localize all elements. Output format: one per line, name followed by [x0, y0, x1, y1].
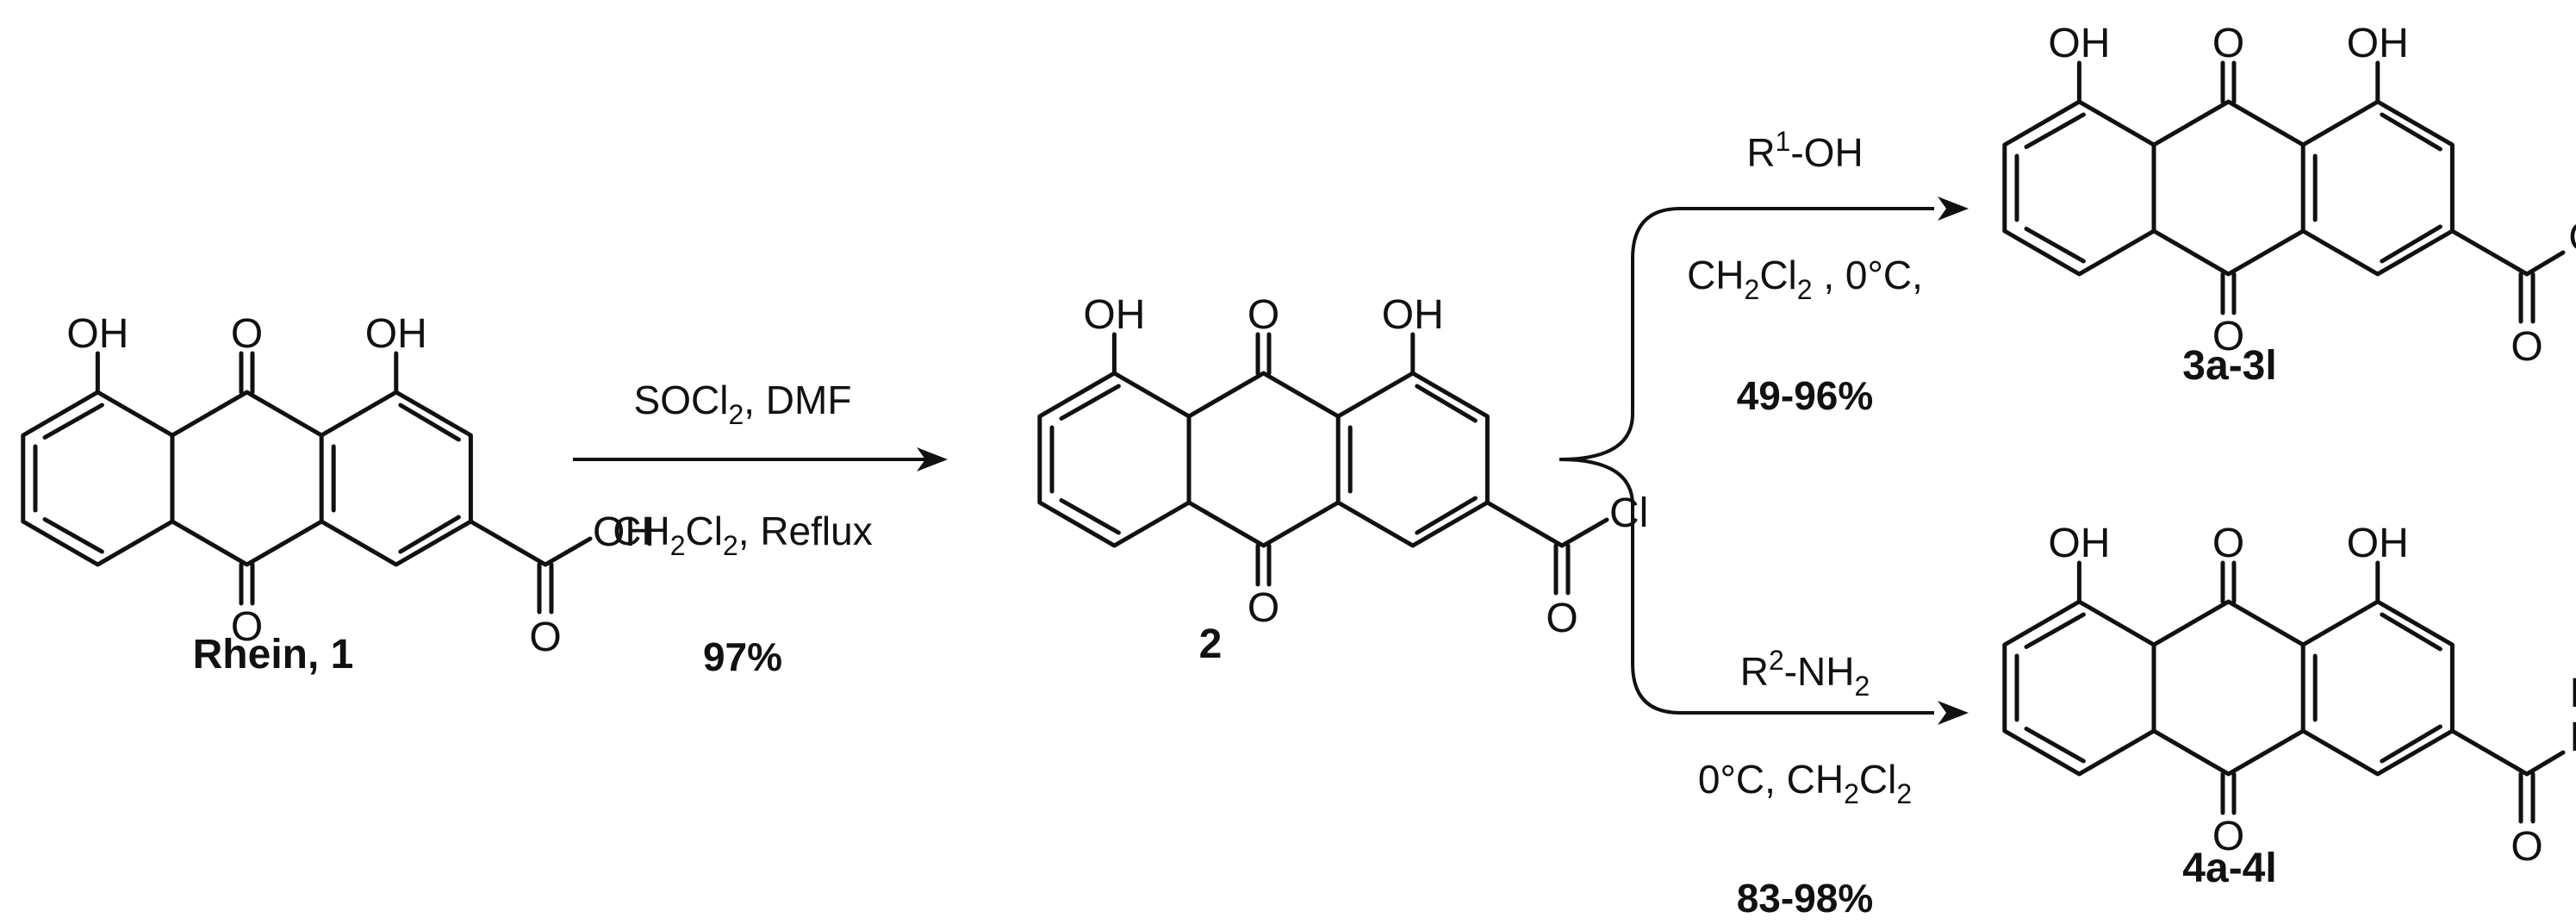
c3-o-bottom: O — [2212, 314, 2244, 359]
compound-label-4: 4a-4l — [2182, 846, 2276, 891]
rhein-structure: OH OH O O O OH — [23, 311, 655, 660]
rhein-o-carbonyl: O — [529, 615, 561, 660]
c2-cl: Cl — [1609, 490, 1648, 536]
reaction-arrow-lower — [1559, 458, 1934, 715]
c4-nh-h: H — [2570, 671, 2576, 716]
step1-conditions: CH2Cl2, Reflux — [613, 509, 872, 561]
arrowhead-lower — [1938, 701, 1969, 725]
reaction-arrow-upper — [1559, 207, 1934, 461]
step2-conditions: CH2Cl2 , 0°C, — [1687, 253, 1923, 305]
c4-n: N — [2570, 715, 2576, 760]
step1-yield: 97% — [703, 634, 782, 679]
c2-oh-left: OH — [1083, 292, 1145, 338]
c4-o-bottom: O — [2212, 814, 2244, 859]
compound-label-2: 2 — [1199, 621, 1223, 667]
compound-label-3: 3a-3l — [2182, 343, 2276, 389]
c2-o-top: O — [1248, 292, 1279, 338]
c4-o-top: O — [2212, 521, 2244, 566]
compound-3-structure: OH OH O O O O R1 — [2005, 21, 2576, 370]
c2-o-bottom: O — [1248, 585, 1279, 631]
arrowhead-upper — [1938, 197, 1969, 221]
compound-2-structure: OH OH O O O Cl — [1040, 292, 1648, 641]
step3-reagent: R2-NH2 — [1740, 645, 1870, 702]
c3-o-top: O — [2212, 21, 2244, 66]
compound-4-structure: OH OH O O O H N R2 — [2005, 521, 2576, 870]
c2-o-carbonyl: O — [1546, 596, 1577, 641]
c4-o-carbonyl: O — [2511, 824, 2542, 870]
step2-yield: 49-96% — [1737, 373, 1874, 418]
arrowhead-1 — [917, 447, 948, 471]
compound-label-rhein: Rhein, 1 — [193, 632, 354, 677]
c3-o-carbonyl: O — [2511, 324, 2542, 370]
rhein-oh-acid: OH — [593, 509, 655, 555]
rhein-o-top: O — [231, 311, 263, 357]
step2-reagent: R1-OH — [1746, 126, 1863, 175]
c2-oh-right: OH — [1382, 292, 1444, 338]
step3-yield: 83-98% — [1737, 876, 1874, 921]
rhein-oh-right: OH — [365, 311, 427, 357]
c3-oh-left: OH — [2048, 21, 2110, 66]
c4-oh-right: OH — [2347, 521, 2409, 566]
step1-reagents: SOCl2, DMF — [634, 378, 852, 430]
rhein-o-bottom: O — [231, 604, 263, 650]
c3-oh-right: OH — [2347, 21, 2409, 66]
step3-conditions: 0°C, CH2Cl2 — [1698, 757, 1912, 809]
rhein-oh-left: OH — [66, 311, 128, 357]
c4-oh-left: OH — [2048, 521, 2110, 566]
c3-o-ester: O — [2568, 215, 2576, 260]
